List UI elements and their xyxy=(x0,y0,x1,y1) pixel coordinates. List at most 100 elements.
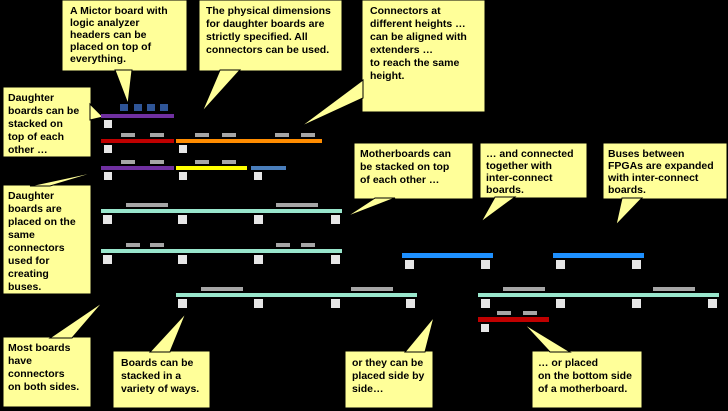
interconnect-board-2 xyxy=(553,253,644,269)
connector-bottom xyxy=(331,255,340,264)
callout-side-by-side-pointer xyxy=(403,316,435,353)
callout-line: … or placed xyxy=(538,357,598,369)
callout-mother-stacked-box xyxy=(353,142,474,200)
connector-bottom xyxy=(179,172,187,180)
connector-bottom xyxy=(481,324,489,332)
callout-bottom-side-pointer xyxy=(523,323,572,353)
mictor-header xyxy=(120,104,128,111)
callout-buses-pointer xyxy=(615,197,644,227)
interconnect-pcb xyxy=(402,253,493,258)
callout-dimensions-pointer xyxy=(201,69,242,113)
callout-line: or they can be xyxy=(352,357,423,369)
connector-bottom xyxy=(104,172,112,180)
callout-line: FPGAs are expanded xyxy=(608,160,714,172)
callout-line: to reach the same xyxy=(370,57,459,69)
callout-line: same xyxy=(8,229,35,241)
motherboard-pcb xyxy=(176,293,417,297)
connector-bottom xyxy=(556,260,565,269)
callout-line: placed on top of xyxy=(70,41,152,53)
motherboard-2 xyxy=(101,243,342,264)
connector-bottom xyxy=(481,260,490,269)
connector-top xyxy=(276,243,290,247)
callout-line: everything. xyxy=(70,53,126,65)
motherboard-4 xyxy=(478,287,719,308)
connector-top xyxy=(121,160,135,164)
callout-line: creating xyxy=(8,268,49,280)
connector-top xyxy=(126,203,168,207)
callout-line: boards can be xyxy=(8,105,79,117)
callout-line: placed side by xyxy=(352,370,425,382)
connector-bottom xyxy=(178,215,187,224)
callout-interconnect-pointer xyxy=(480,196,517,223)
callout-line: different heights … xyxy=(370,18,466,30)
mictor-board xyxy=(101,104,174,128)
callout-bottom-side-box xyxy=(531,350,643,409)
daughter-pcb-purple xyxy=(101,166,174,170)
callout-line: stacked in a xyxy=(121,370,181,382)
callout-line: of each other … xyxy=(360,174,439,186)
connector-top xyxy=(222,133,236,137)
callout-buses-box xyxy=(602,142,728,200)
callout-line: … and connected xyxy=(486,148,574,160)
mictor-pcb xyxy=(101,114,174,118)
callout-both-sides-box xyxy=(2,336,92,408)
callout-line: logic analyzer xyxy=(70,17,139,29)
motherboard-pcb xyxy=(101,249,342,253)
callout-heights-pointer xyxy=(299,79,364,128)
connector-bottom xyxy=(254,172,262,180)
connector-top xyxy=(195,133,209,137)
connector-bottom xyxy=(178,299,187,308)
connector-top xyxy=(201,287,243,291)
connector-top xyxy=(653,287,695,291)
callout-line: Connectors at xyxy=(370,5,441,17)
connector-bottom xyxy=(103,215,112,224)
daughter-pcb-steel xyxy=(251,166,286,170)
callout-daughter-same-pointer xyxy=(29,170,101,187)
daughter-board-orange xyxy=(176,133,322,153)
connector-top xyxy=(150,133,164,137)
callout-line: connectors can be used. xyxy=(206,44,329,56)
callout-line: height. xyxy=(370,70,404,82)
callout-line: Boards can be xyxy=(121,357,194,369)
callout-line: Buses between xyxy=(608,148,684,160)
callout-line: buses. xyxy=(8,281,41,293)
callout-line: for daughter boards are xyxy=(206,18,325,30)
callout-line: other … xyxy=(8,144,48,156)
callout-line: headers can be xyxy=(70,29,147,41)
callout-line: of a motherboard. xyxy=(538,383,627,395)
connector-bottom xyxy=(556,299,565,308)
connector-top xyxy=(150,243,164,247)
connector-top xyxy=(301,133,315,137)
callout-dimensions-box xyxy=(198,0,343,72)
interconnect-board-1 xyxy=(402,253,493,269)
motherboard-3 xyxy=(176,287,417,308)
motherboard-1 xyxy=(101,203,342,224)
callout-line: stacked on xyxy=(8,118,63,130)
bottom-mounted-board xyxy=(478,311,549,332)
mictor-header xyxy=(134,104,142,111)
callout-daughter-same-box xyxy=(2,184,92,295)
connector-bottom xyxy=(708,299,717,308)
callout-line: with inter-connect xyxy=(607,172,699,184)
mictor-header xyxy=(160,104,168,111)
callout-line: used for xyxy=(8,255,49,267)
callout-line: placed on the xyxy=(8,216,76,228)
connector-top xyxy=(222,160,236,164)
callout-line: inter-connect xyxy=(486,172,553,184)
callout-line: boards are xyxy=(8,203,62,215)
connector-bottom xyxy=(254,255,263,264)
callout-line: on the bottom side xyxy=(538,370,632,382)
callout-line: be stacked on top xyxy=(360,161,449,173)
connector-bottom xyxy=(406,299,415,308)
motherboard-pcb xyxy=(101,209,342,213)
connector-top xyxy=(126,243,140,247)
